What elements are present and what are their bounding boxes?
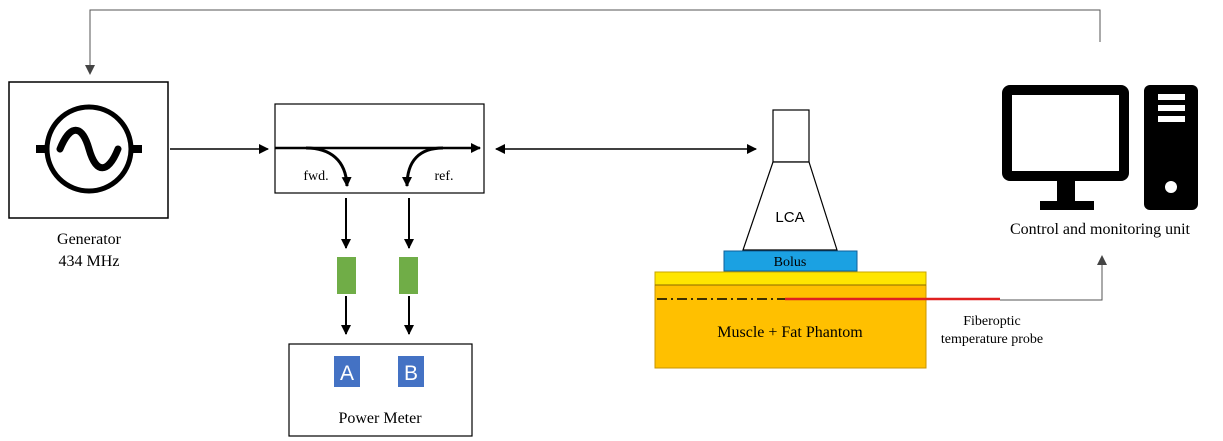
probe-label-line2: temperature probe bbox=[941, 332, 1043, 347]
computer-icon bbox=[1002, 85, 1198, 210]
fwd-label: fwd. bbox=[303, 169, 328, 184]
control-unit-label: Control and monitoring unit bbox=[1010, 221, 1191, 238]
probe-data-line bbox=[1000, 255, 1107, 301]
attenuator-fwd bbox=[337, 257, 356, 294]
lca-label: LCA bbox=[775, 209, 804, 226]
channel-b-box bbox=[398, 356, 424, 387]
bolus bbox=[723, 250, 858, 272]
channel-a-label: A bbox=[340, 362, 354, 385]
generator-frequency: 434 MHz bbox=[59, 253, 120, 270]
channel-b-label: B bbox=[404, 362, 418, 385]
sine-wave-icon bbox=[56, 126, 122, 172]
generator-label: Generator bbox=[57, 231, 122, 248]
feedback-line bbox=[85, 9, 1101, 75]
power-meter bbox=[288, 343, 473, 437]
generator bbox=[8, 81, 169, 219]
channel-a-box bbox=[334, 356, 360, 387]
attenuator-ref bbox=[399, 257, 418, 294]
power-meter-label: Power Meter bbox=[338, 410, 422, 427]
directional-coupler bbox=[274, 103, 485, 194]
fat-layer bbox=[654, 271, 927, 286]
phantom-label: Muscle + Fat Phantom bbox=[717, 324, 863, 341]
lca-applicator bbox=[742, 109, 838, 251]
ref-label: ref. bbox=[434, 169, 453, 184]
bolus-label: Bolus bbox=[774, 255, 807, 270]
probe-label-line1: Fiberoptic bbox=[963, 314, 1021, 329]
